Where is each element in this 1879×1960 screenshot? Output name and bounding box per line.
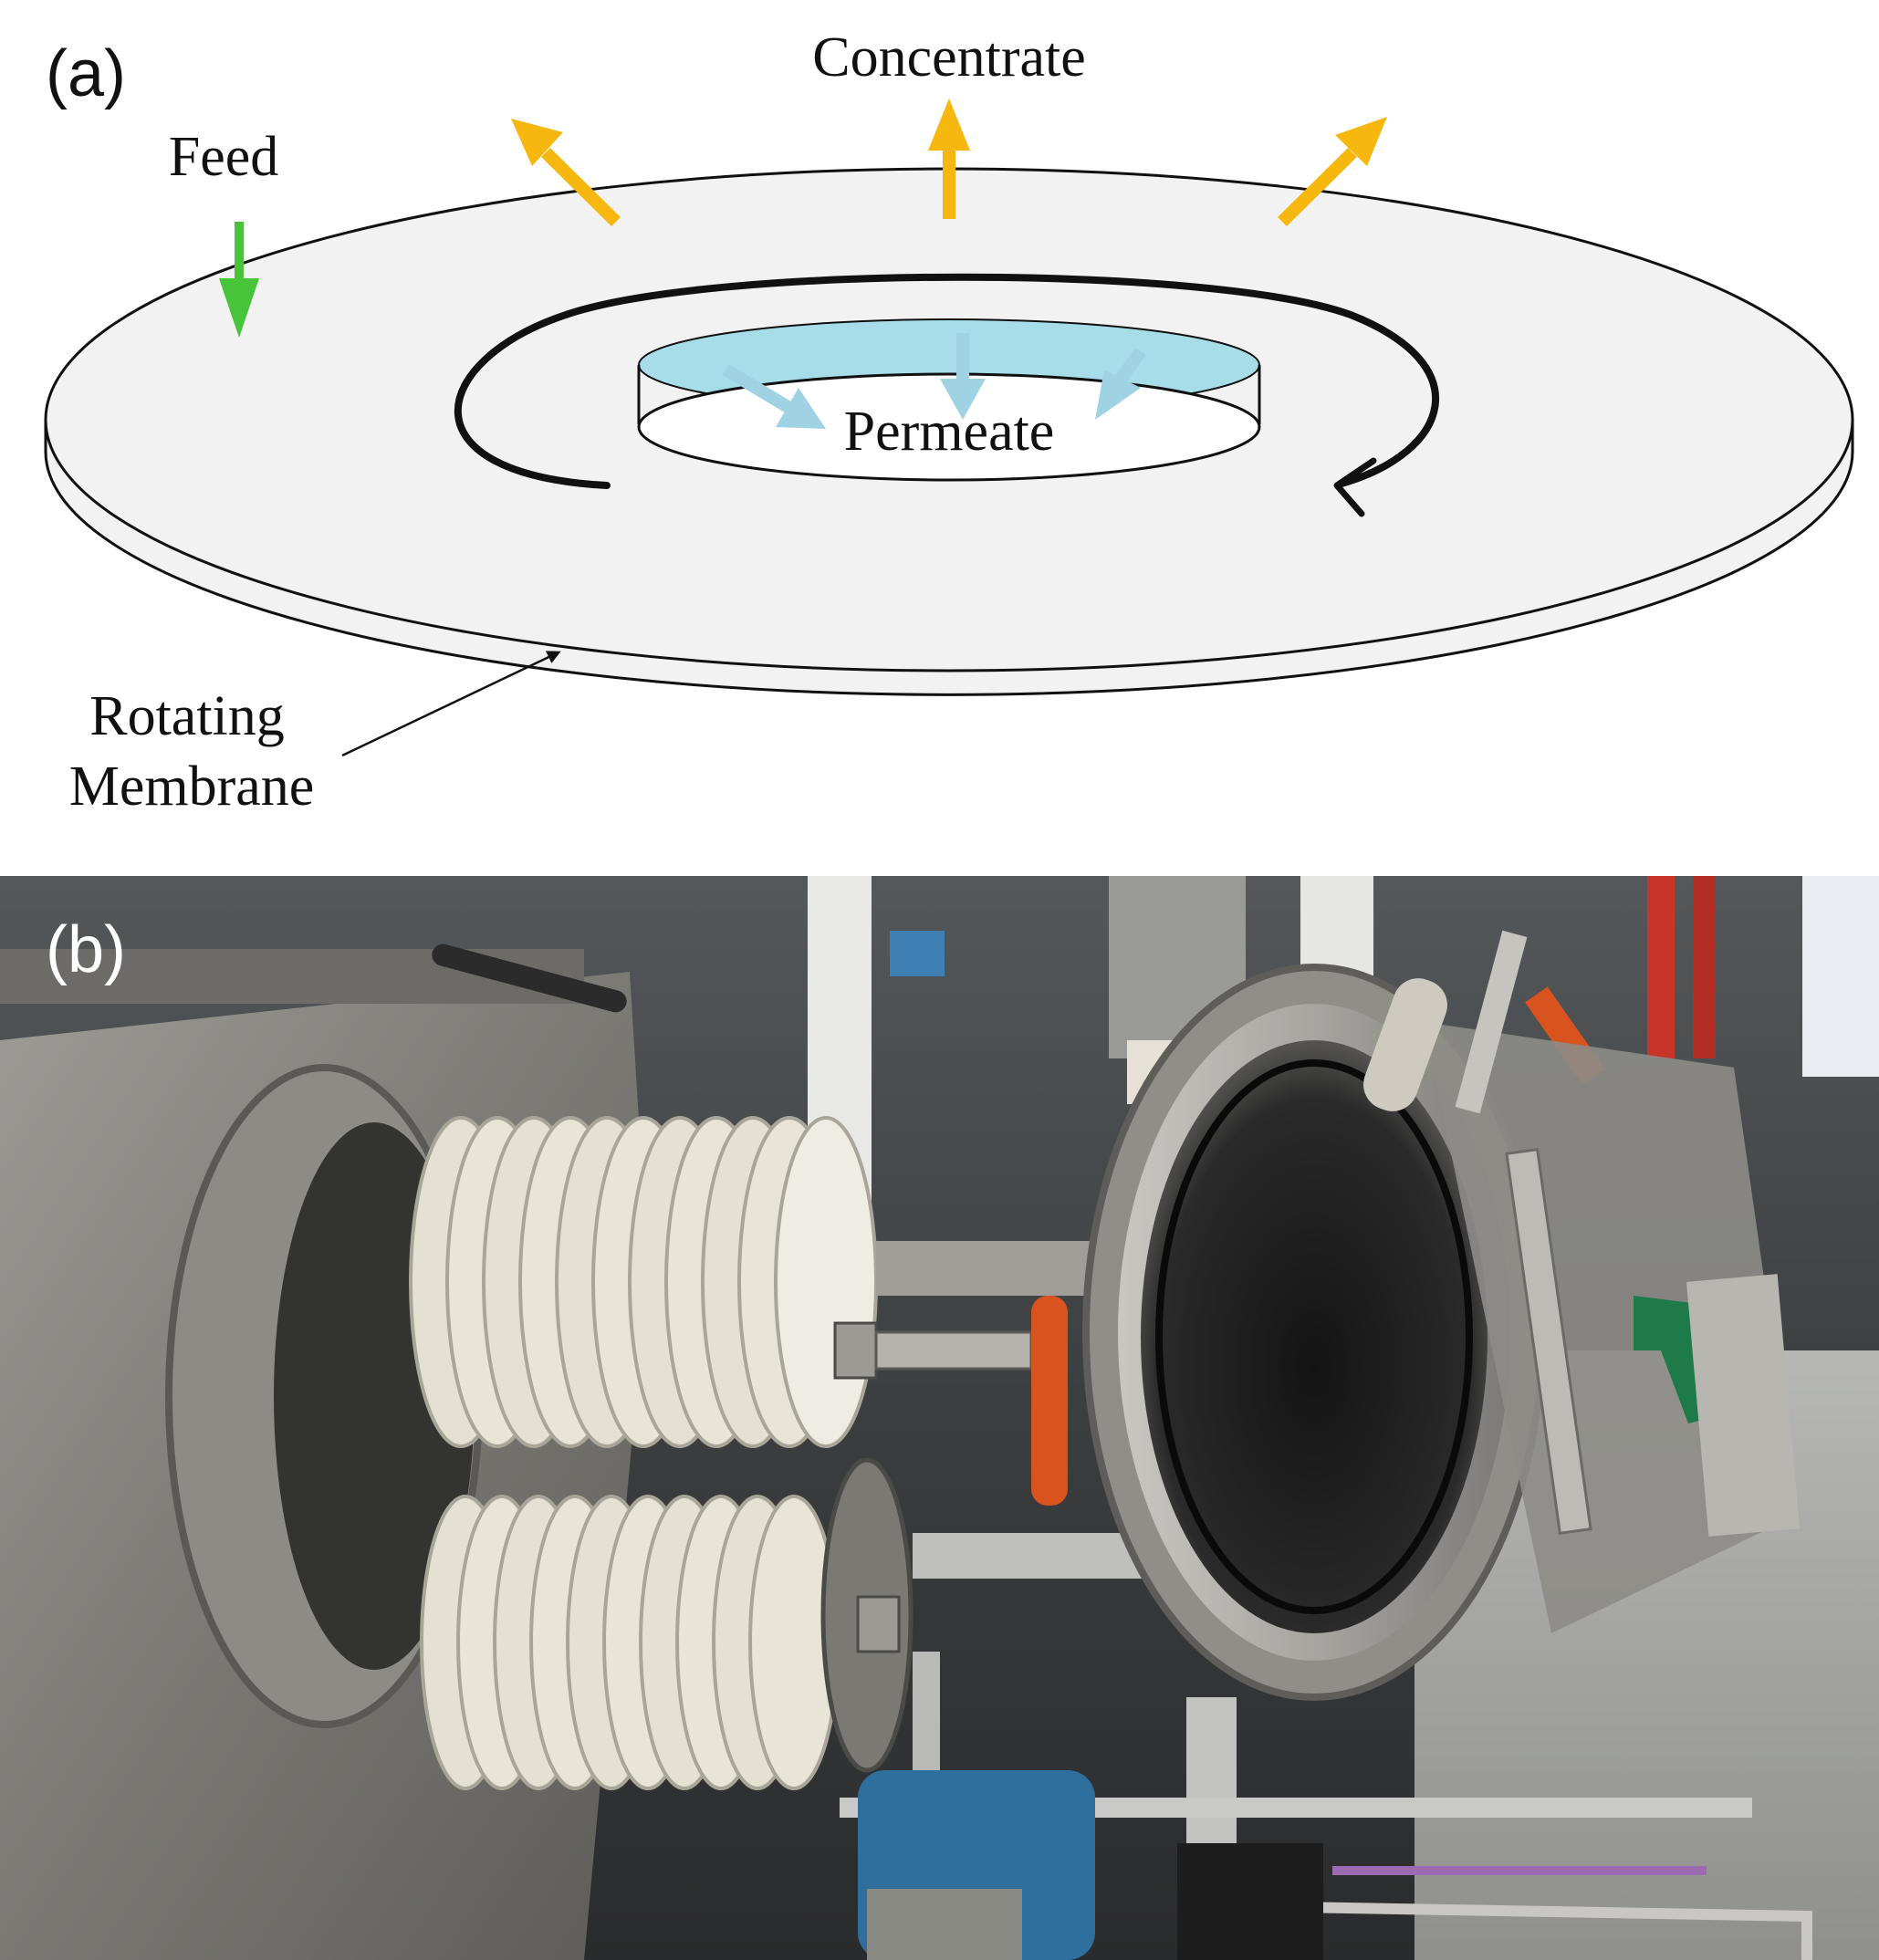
feed-arrow	[219, 222, 259, 338]
concentrate-arrow-right	[1278, 148, 1357, 226]
permeate-arrow-left-head	[776, 388, 826, 429]
lid-bowl	[1141, 1040, 1488, 1633]
feed-arrow-head	[219, 278, 259, 338]
fitting-column	[1505, 1147, 1592, 1536]
support-bracket	[876, 1241, 1104, 1296]
concentrate-arrow-center-head	[928, 99, 970, 151]
membrane-label: Membrane	[69, 756, 315, 818]
label-plate	[1686, 1274, 1801, 1537]
black-display-box	[1177, 1843, 1323, 1960]
membrane-stack-lower	[420, 1495, 840, 1790]
orange-hose	[1031, 1296, 1068, 1506]
permeate-arrow-right-head	[1095, 370, 1141, 420]
panel-b-label: (b)	[46, 913, 126, 986]
permeate-label: Permeate	[844, 401, 1055, 463]
rotating-label: Rotating	[89, 685, 285, 747]
shaft	[874, 1330, 1033, 1371]
braided-hose	[1363, 978, 1447, 1111]
housing-handle	[432, 944, 627, 1013]
frame-rail-1	[913, 1533, 1150, 1579]
blue-component-mount	[867, 1889, 1022, 1960]
bg-red-pipe-2	[1693, 876, 1716, 1058]
permeate-arrows	[722, 333, 1146, 429]
panel-a-label: (a)	[46, 37, 126, 110]
permeate-arrow-left	[722, 363, 798, 417]
permeate-arrow-center-head	[940, 379, 986, 420]
permeate-arrow-right	[1115, 347, 1146, 383]
rotating-membrane-pointer	[341, 651, 561, 757]
rotation-arrow	[454, 273, 1440, 489]
concentrate-label: Concentrate	[812, 26, 1086, 89]
equipment-photograph: (b)	[0, 876, 1879, 1960]
steel-tube	[1455, 930, 1528, 1114]
membrane-stack-upper	[409, 1116, 878, 1448]
rotation-arrowhead	[1333, 457, 1377, 517]
shaft-nut-upper	[833, 1321, 878, 1380]
concentrate-arrows	[511, 99, 1387, 226]
lower-pipe-1	[1295, 1902, 1812, 1960]
rotating-membrane-schematic: (a) Concentrate Feed Permeate Rotati	[44, 26, 1854, 818]
concentrate-arrow-left-head	[511, 119, 563, 166]
feed-label: Feed	[169, 126, 279, 188]
concentrate-arrow-right-head	[1335, 117, 1387, 166]
bg-white-panel	[1802, 876, 1879, 1077]
lid-gasket	[1155, 1059, 1473, 1614]
bg-red-pipe	[1647, 876, 1675, 1058]
shaft-nut-lower	[856, 1595, 901, 1653]
bg-display	[890, 931, 945, 976]
concentrate-arrow-left	[541, 148, 621, 226]
